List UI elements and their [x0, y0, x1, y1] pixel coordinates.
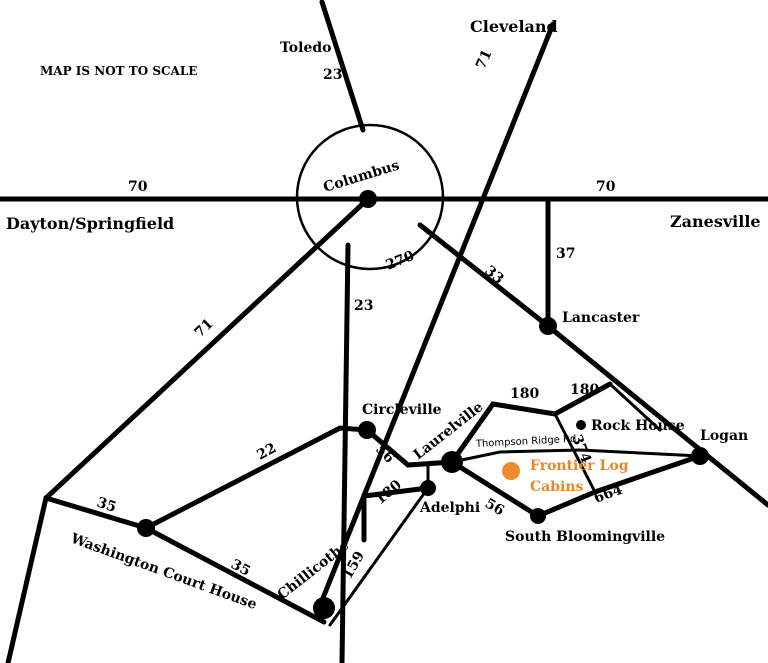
outerbelt-270-ring: [295, 123, 445, 271]
route-180-adelphi-road: [361, 485, 431, 543]
thompson-ridge-road: [450, 448, 702, 464]
route-374-road: [553, 412, 597, 494]
destination-label-line1: Frontier Log: [530, 458, 629, 474]
route-71-northeast-label: 71: [473, 47, 496, 71]
columbus-label: Columbus: [321, 157, 401, 195]
route-159-road: [328, 486, 430, 627]
route-180-north-label: 180: [510, 386, 539, 402]
route-35-road: [43, 495, 327, 625]
zanesville-label: Zanesville: [670, 212, 761, 231]
route-56-664-road: [449, 453, 703, 519]
laurelville-dot: [441, 451, 463, 473]
route-71-southwest-label: 71: [192, 316, 217, 341]
route-180-east-road: [608, 382, 662, 432]
circleville-label: Circleville: [362, 402, 442, 418]
route-664-label: 664: [592, 482, 625, 507]
route-33-road: [417, 222, 551, 329]
route-southwest-road: [5, 495, 49, 663]
route-270-label: 270: [384, 248, 417, 274]
route-23-south-label: 23: [354, 298, 373, 314]
route-23-north-road: [319, 0, 366, 133]
route-23-south-road: [339, 242, 351, 663]
logan-dot: [691, 447, 709, 465]
route-33-label: 33: [481, 263, 506, 288]
route-56-south-label: 56: [482, 496, 507, 520]
route-23-north-label: 23: [323, 67, 342, 83]
logan-label: Logan: [700, 428, 748, 444]
south-bloomingville-label: South Bloomingville: [505, 529, 665, 545]
route-35-east-label: 35: [228, 556, 253, 579]
circleville-dot: [358, 421, 376, 439]
route-180-north-road: [449, 381, 613, 465]
cleveland-label: Cleveland: [470, 17, 558, 36]
lancaster-label: Lancaster: [562, 310, 640, 326]
columbus-dot: [359, 190, 377, 208]
rock-house-label: Rock House: [591, 418, 685, 434]
destination-label-line2: Cabins: [530, 479, 584, 495]
chillicothe-dot: [313, 597, 335, 619]
lancaster-dot: [539, 317, 557, 335]
dayton-springfield-label: Dayton/Springfield: [6, 214, 174, 233]
route-180-adelphi-label: 180: [372, 477, 405, 508]
adelphi-label: Adelphi: [419, 500, 480, 516]
route-71-southwest-road: [43, 196, 371, 501]
route-35-west-label: 35: [95, 495, 118, 516]
south-bloomingville-dot: [530, 508, 546, 524]
route-22-56-road: [143, 425, 455, 531]
adelphi-dot: [420, 480, 436, 496]
thompson-ridge-road-label: Thompson Ridge Rd: [475, 434, 577, 450]
route-37-label: 37: [556, 246, 575, 262]
toledo-label: Toledo: [280, 40, 332, 56]
route-33-southeast-road: [545, 323, 768, 508]
route-71-road: [320, 21, 556, 601]
route-70-east-label: 70: [596, 179, 616, 195]
frontier-log-cabins-marker: [502, 462, 520, 480]
rock-house-dot: [576, 420, 586, 430]
washington-court-house-dot: [137, 519, 155, 537]
route-180-east-label: 180: [570, 382, 599, 398]
route-70-west-label: 70: [128, 179, 148, 195]
map-scale-note: MAP IS NOT TO SCALE: [40, 64, 197, 78]
